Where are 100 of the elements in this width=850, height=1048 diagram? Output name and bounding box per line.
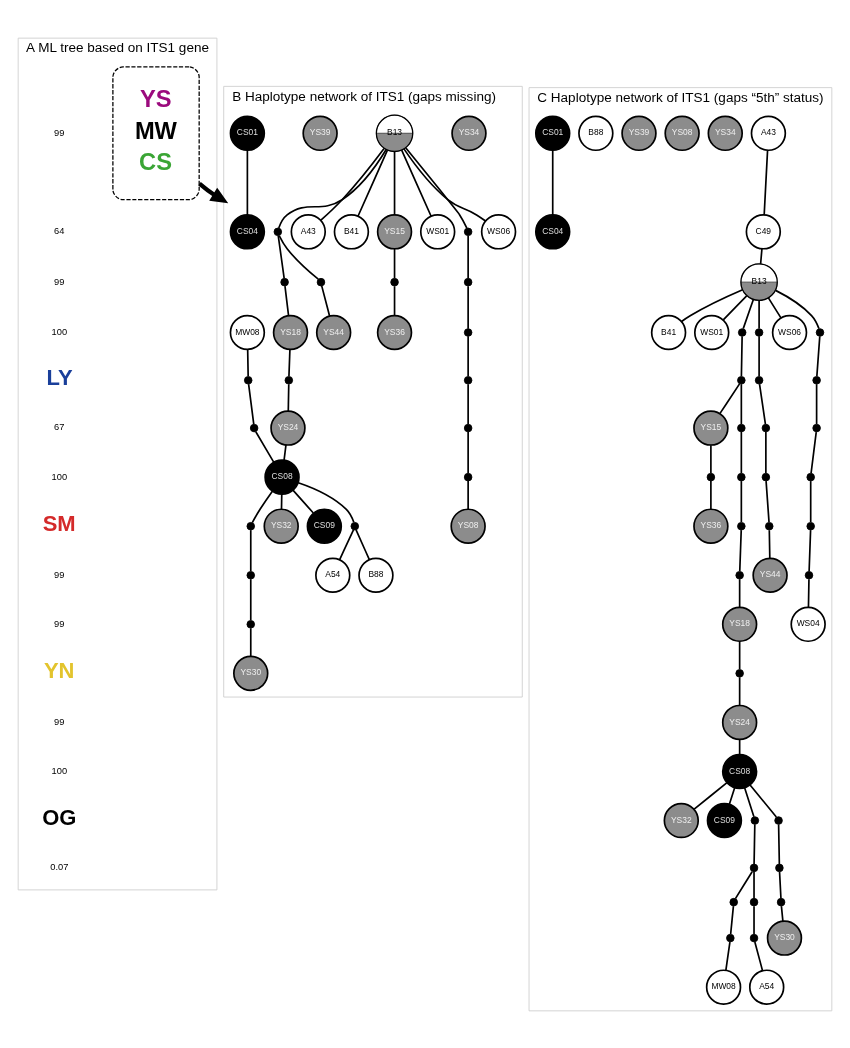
- label: 100: [51, 471, 68, 481]
- node-circle: [284, 375, 294, 384]
- connector: [467, 382, 469, 425]
- connector: [729, 904, 735, 935]
- node-circle: CS09: [306, 507, 343, 544]
- connector: [249, 528, 252, 572]
- connector: [759, 247, 763, 265]
- node-circle: [246, 521, 255, 530]
- label: 99: [54, 618, 65, 629]
- node-circle: YS24: [721, 704, 758, 740]
- connector: [393, 284, 396, 316]
- node-circle: A54: [315, 557, 351, 593]
- node-circle: B41: [333, 213, 370, 250]
- node-circle: CS04: [534, 213, 571, 250]
- connector: [400, 148, 432, 217]
- connector: [774, 289, 820, 329]
- node-circle: [754, 327, 764, 337]
- connector: [740, 335, 743, 377]
- node-circle: YS32: [663, 802, 700, 838]
- node-circle: YS39: [621, 115, 657, 151]
- connector: [734, 870, 753, 899]
- connector: [754, 940, 764, 971]
- node-circle: YS08: [664, 115, 700, 151]
- connector: [403, 147, 487, 222]
- connector: [778, 870, 782, 899]
- node-circle: [735, 570, 744, 579]
- connector: [680, 288, 744, 322]
- connector: [738, 675, 741, 706]
- node-circle: [806, 472, 815, 481]
- connector: [777, 823, 781, 865]
- label: 99: [54, 276, 65, 287]
- node-circle: WS04: [790, 606, 826, 642]
- node-circle: MW08: [229, 314, 266, 350]
- connector: [767, 296, 782, 319]
- node-circle: YS08: [450, 507, 486, 544]
- connector: [467, 284, 469, 329]
- node-circle: B41: [650, 314, 687, 350]
- node-circle: [249, 423, 259, 432]
- node-circle: [706, 472, 716, 481]
- node-circle: CS01: [534, 115, 571, 151]
- node-circle: YS39: [302, 115, 338, 151]
- connector: [338, 528, 355, 560]
- node-circle: [463, 472, 473, 481]
- node-circle: [812, 423, 821, 432]
- connector: [740, 479, 743, 523]
- node-circle: CS04: [229, 213, 266, 250]
- connector: [753, 904, 755, 935]
- label: 100: [51, 765, 68, 776]
- node-circle: [750, 815, 760, 825]
- connector: [758, 382, 767, 425]
- connector: [467, 234, 469, 279]
- node-circle: [749, 933, 759, 942]
- node-circle: YS34: [451, 115, 487, 151]
- node-circle: [761, 472, 771, 481]
- node-circle: [775, 863, 784, 872]
- node-circle: [754, 375, 764, 384]
- connector: [247, 382, 255, 425]
- node-circle: [737, 375, 746, 384]
- node-circle: [729, 897, 738, 906]
- node-circle: [804, 570, 814, 579]
- connector: [246, 149, 249, 216]
- connector: [297, 481, 355, 523]
- connector: [753, 870, 755, 899]
- node-circle: [761, 423, 771, 432]
- node-circle: MW08: [705, 968, 742, 1005]
- connector: [467, 335, 469, 377]
- node-circle: [316, 277, 326, 286]
- node-circle: [280, 277, 289, 286]
- node-circle: [735, 668, 744, 678]
- connector: [816, 335, 821, 377]
- node-circle: B88: [578, 115, 614, 151]
- label: 0.07: [50, 861, 69, 872]
- node-circle: YS44: [752, 557, 788, 593]
- connector: [743, 786, 755, 817]
- connector: [758, 299, 760, 329]
- node-circle: YS36: [693, 507, 729, 544]
- connector: [738, 577, 741, 608]
- node-circle: [463, 375, 473, 384]
- connector: [292, 488, 315, 514]
- arrow: [198, 181, 229, 203]
- label: 64: [54, 225, 65, 236]
- connector: [815, 382, 818, 425]
- connector: [357, 148, 389, 217]
- node-circle: [815, 327, 825, 337]
- connector: [320, 147, 385, 221]
- connector: [763, 149, 769, 216]
- node-circle: CS08: [721, 753, 758, 789]
- node-circle: [774, 815, 783, 825]
- connector: [808, 528, 812, 572]
- label: 99: [54, 127, 65, 138]
- connector: [768, 528, 771, 559]
- node-circle: [737, 521, 746, 530]
- node-circle: [246, 570, 255, 579]
- node-circle: [463, 327, 473, 337]
- connector: [740, 382, 743, 425]
- connector: [284, 284, 290, 316]
- connector: [765, 430, 767, 474]
- label: YN: [43, 657, 75, 683]
- connector: [320, 284, 331, 317]
- node-circle: CS01: [229, 115, 266, 151]
